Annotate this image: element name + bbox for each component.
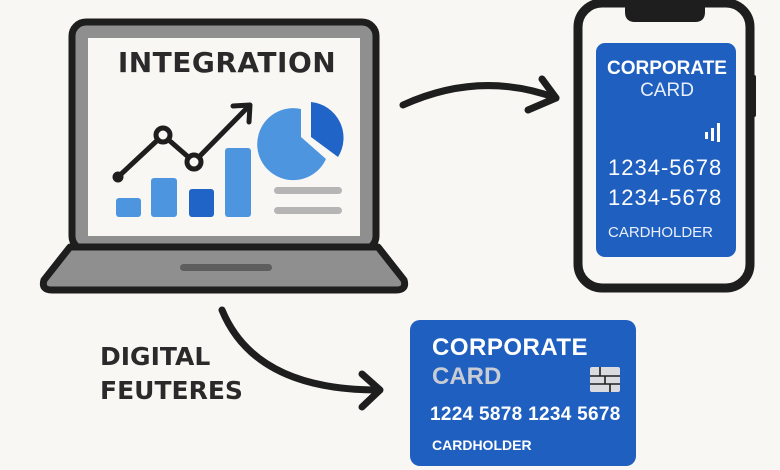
screen-title: INTEGRATION	[117, 46, 337, 79]
phone-card-title-line2: CARD	[640, 80, 694, 101]
card-cardholder: CARDHOLDER	[432, 437, 532, 453]
phone-cardholder: CARDHOLDER	[608, 224, 714, 241]
laptop-trackpad	[180, 264, 272, 271]
phone-card-number-line1: 1234-5678	[608, 155, 723, 180]
phone-card-title-line1: CORPORATE	[607, 58, 727, 79]
phone-card	[596, 43, 736, 257]
phone	[573, 0, 756, 293]
card-body	[410, 320, 636, 466]
card-title-line1: CORPORATE	[432, 334, 589, 361]
pie-chart-icon	[257, 102, 344, 181]
text-line-placeholder	[274, 187, 342, 194]
text-line-placeholder	[274, 207, 342, 214]
card-title-line2: CARD	[432, 363, 502, 390]
card-number: 1224 5878 1234 5678	[430, 404, 621, 425]
trend-arrow-icon	[112, 102, 253, 183]
phone-notch	[625, 3, 705, 22]
bar-chart-icon	[116, 148, 251, 217]
phone-card-number-line2: 1234-5678	[608, 185, 723, 210]
physical-card	[410, 320, 636, 466]
phone-card-title: CORPORATE CARD	[598, 58, 736, 102]
phone-side-button	[751, 75, 756, 117]
digital-label-line2: FEUTERES	[100, 376, 243, 405]
arrow-right-icon	[399, 75, 560, 114]
signal-icon	[705, 123, 720, 142]
chip-icon	[590, 367, 620, 392]
arrow-curved-icon	[218, 306, 384, 411]
digital-label-line1: DIGITAL	[100, 342, 211, 371]
